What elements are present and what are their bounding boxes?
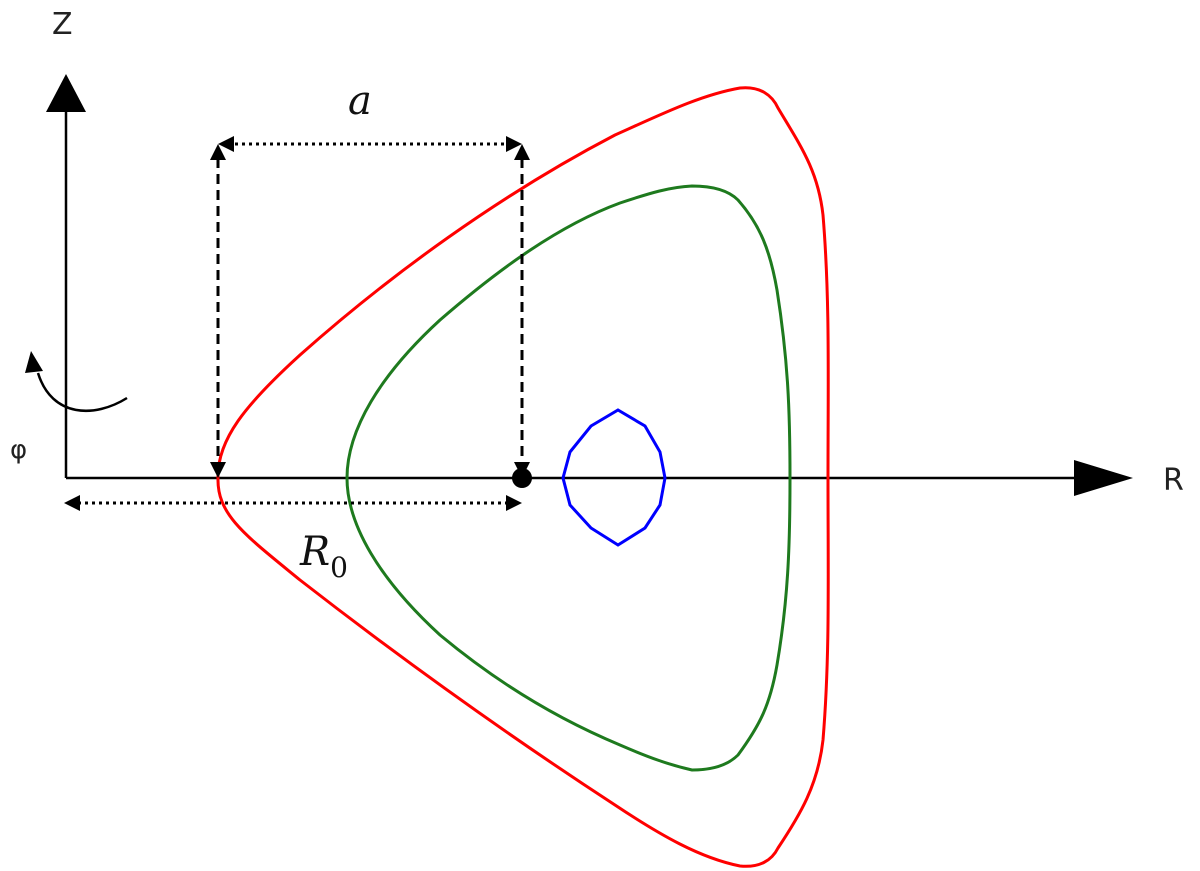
outer-flux-surface — [216, 86, 830, 868]
z-axis: Z — [46, 7, 86, 478]
minor-radius-arrow-right — [506, 136, 522, 152]
phi-label: φ — [10, 435, 27, 465]
right-guide-arrow-bottom — [514, 462, 530, 478]
major-radius-dimension: R0 — [64, 495, 522, 584]
middle-flux-surface — [345, 184, 792, 772]
major-radius-symbol: R — [299, 529, 330, 575]
r-axis-arrowhead — [1074, 460, 1133, 496]
left-guide-arrow-bottom — [210, 462, 226, 478]
left-guide-arrow-top — [210, 144, 226, 160]
right-guide-arrow-top — [514, 144, 530, 160]
r-axis-label: R — [1163, 463, 1184, 498]
major-radius-arrow-right — [506, 495, 522, 511]
phi-arrow-head — [25, 351, 43, 373]
z-axis-arrowhead — [46, 74, 86, 112]
minor-radius-label: a — [348, 78, 372, 124]
phi-arrow-curve — [36, 372, 128, 413]
toroidal-angle-indicator: φ — [10, 351, 128, 465]
major-radius-arrow-left — [64, 495, 80, 511]
minor-radius-dimension: a — [218, 78, 522, 152]
inner-flux-surface — [561, 408, 667, 547]
minor-radius-arrow-left — [218, 136, 234, 152]
vertical-dashed-guides — [210, 144, 530, 478]
z-axis-label: Z — [52, 7, 73, 42]
r-axis: R — [66, 460, 1184, 498]
major-radius-subscript: 0 — [330, 551, 348, 584]
major-radius-label: R0 — [299, 529, 348, 584]
